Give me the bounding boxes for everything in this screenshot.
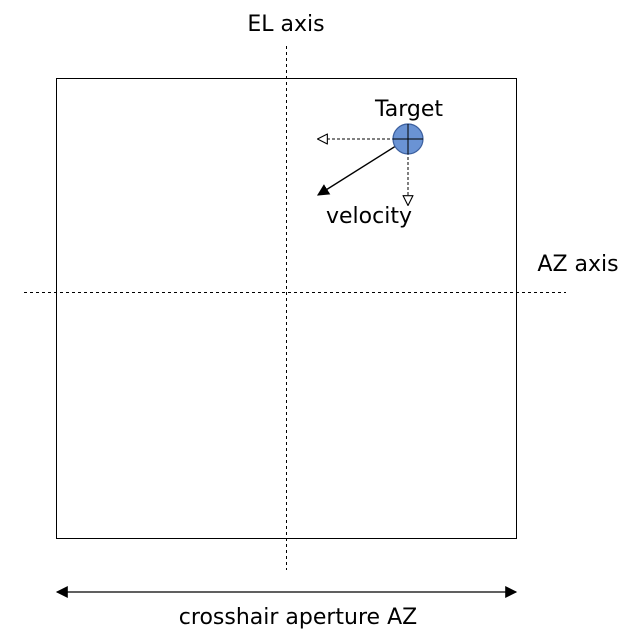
- aperture-frame: [56, 78, 517, 539]
- target-label: Target: [374, 97, 443, 122]
- aperture-label: crosshair aperture AZ: [179, 605, 417, 630]
- az-axis-label: AZ axis: [537, 252, 618, 277]
- velocity-label: velocity: [326, 204, 412, 229]
- target-marker: [392, 123, 424, 155]
- el-axis-label: EL axis: [247, 12, 324, 37]
- velocity-vector-arrow: [316, 143, 400, 196]
